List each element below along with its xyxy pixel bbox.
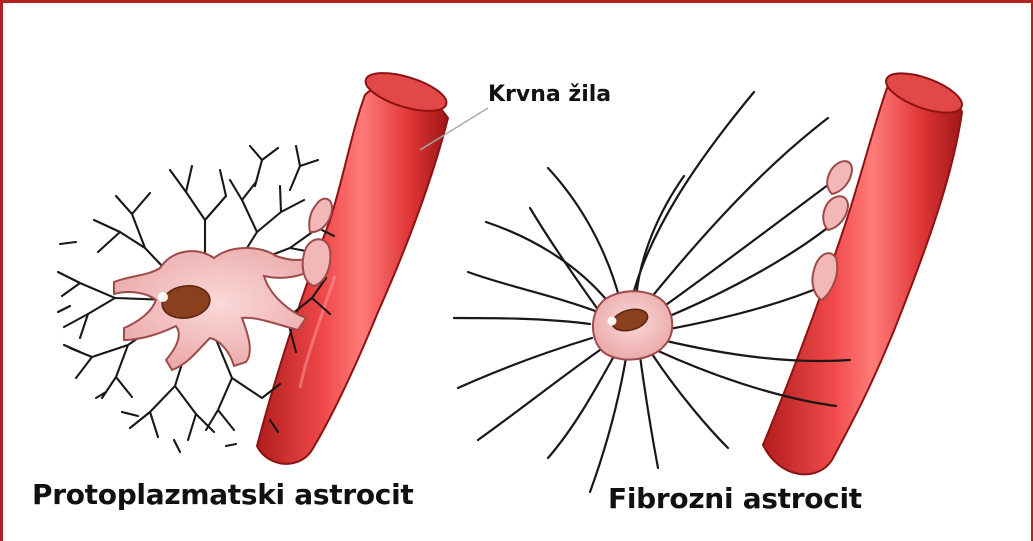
protoplasmic-astrocyte-title: Protoplazmatski astrocit xyxy=(32,478,413,511)
blood-vessel-label: Krvna žila xyxy=(488,82,611,107)
right-blood-vessel xyxy=(763,65,967,474)
fibrous-astrocyte-title: Fibrozni astrocit xyxy=(608,482,862,515)
